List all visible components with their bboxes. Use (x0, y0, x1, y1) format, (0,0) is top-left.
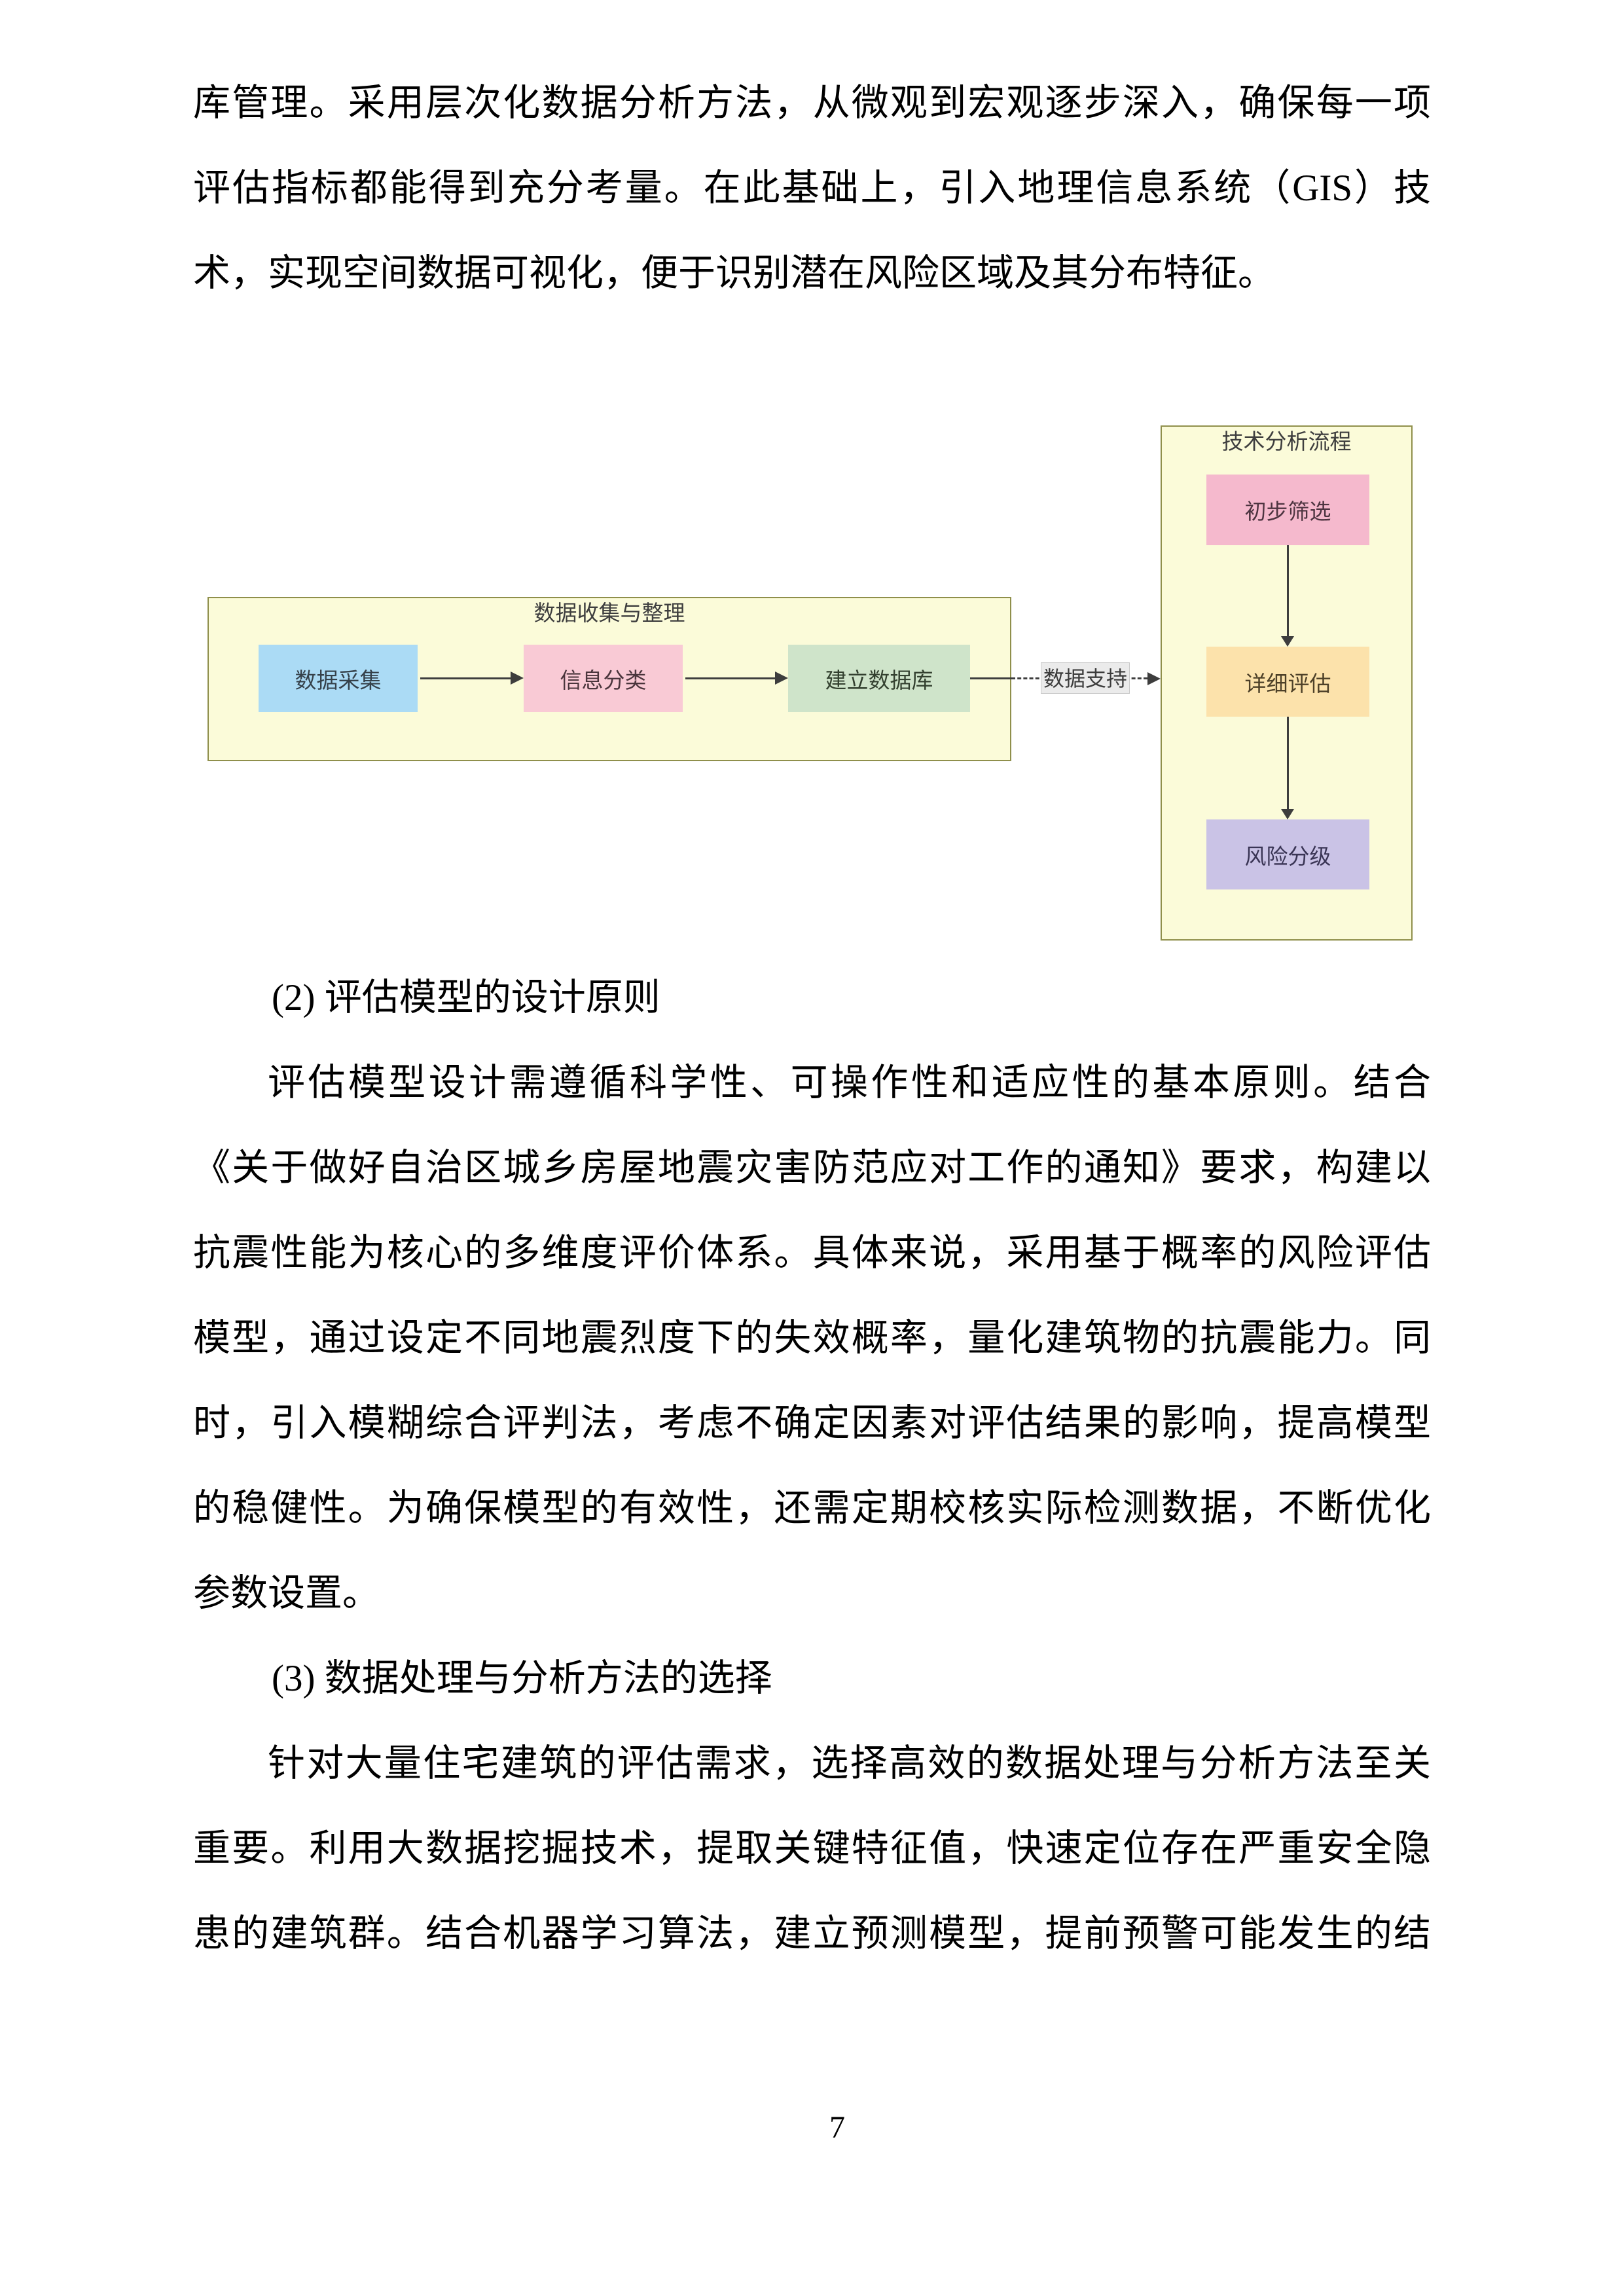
body-line: 抗震性能为核心的多维度评价体系。具体来说，采用基于概率的风险评估 (193, 1232, 1431, 1274)
body-line: 评估模型设计需遵循科学性、可操作性和适应性的基本原则。结合 (268, 1062, 1431, 1103)
body-line: 评估指标都能得到充分考量。在此基础上，引入地理信息系统（GIS）技 (193, 168, 1431, 209)
connector-inner-segment (970, 677, 1011, 679)
section-heading-3: (3) 数据处理与分析方法的选择 (272, 1658, 772, 1699)
body-line: 时，引入模糊综合评判法，考虑不确定因素对评估结果的影响，提高模型 (193, 1403, 1431, 1444)
body-line: 患的建筑群。结合机器学习算法，建立预测模型，提前预警可能发生的结 (193, 1913, 1431, 1954)
body-line: 参数设置。 (193, 1573, 380, 1614)
node-information-classification: 信息分类 (524, 645, 683, 712)
node-data-acquisition: 数据采集 (259, 645, 418, 712)
arrow-screening-to-assessment (1281, 545, 1294, 647)
node-risk-classification: 风险分级 (1206, 819, 1369, 889)
node-preliminary-screening: 初步筛选 (1206, 475, 1369, 545)
node-build-database: 建立数据库 (788, 645, 970, 712)
body-line: 《关于做好自治区城乡房屋地震灾害防范应对工作的通知》要求，构建以 (193, 1147, 1431, 1189)
section-heading-2: (2) 评估模型的设计原则 (272, 977, 660, 1018)
body-line: 针对大量住宅建筑的评估需求，选择高效的数据处理与分析方法至关 (268, 1743, 1431, 1784)
arrow-acquisition-to-classification (420, 672, 524, 685)
body-line: 模型，通过设定不同地震烈度下的失效概率，量化建筑物的抗震能力。同 (193, 1318, 1431, 1359)
arrow-assessment-to-classification (1281, 717, 1294, 819)
body-line: 术，实现空间数据可视化，便于识别潜在风险区域及其分布特征。 (193, 253, 1275, 294)
node-detailed-assessment: 详细评估 (1206, 647, 1369, 717)
body-line: 重要。利用大数据挖掘技术，提取关键特征值，快速定位存在严重安全隐 (193, 1828, 1431, 1869)
body-line: 的稳健性。为确保模型的有效性，还需定期校核实际检测数据，不断优化 (193, 1488, 1431, 1529)
page-number: 7 (829, 2110, 845, 2145)
group-technical-analysis-title: 技术分析流程 (1221, 429, 1352, 454)
arrow-classification-to-database (685, 672, 788, 685)
connector-label: 数据支持 (1041, 662, 1130, 694)
body-line: 库管理。采用层次化数据分析方法，从微观到宏观逐步深入，确保每一项 (193, 82, 1431, 124)
group-data-collection-title: 数据收集与整理 (533, 601, 685, 625)
